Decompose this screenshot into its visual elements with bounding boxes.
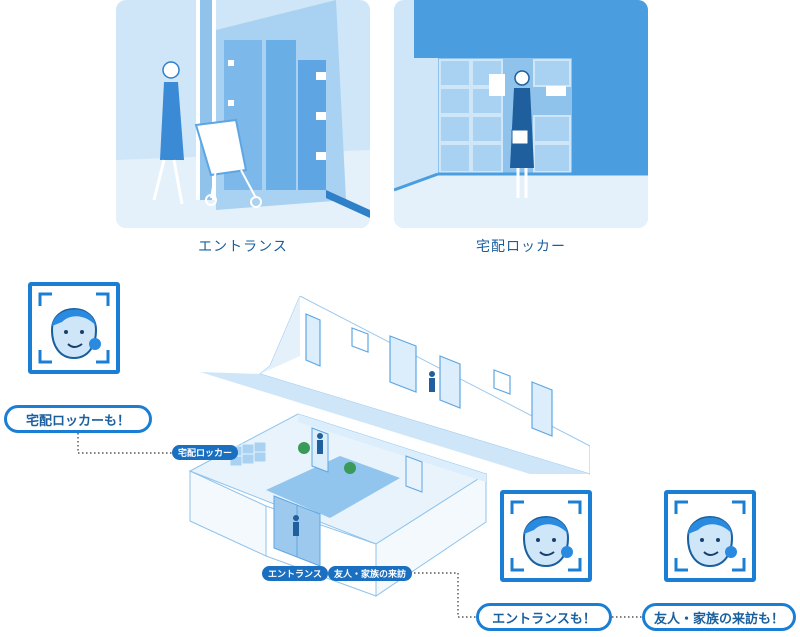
- entrance-illustration: [116, 0, 370, 228]
- face-recognition-card-entrance: [500, 490, 592, 582]
- face-recognition-icon: [674, 500, 746, 572]
- tag-friend-family-visit: 友人・家族の来訪: [328, 566, 413, 581]
- entrance-caption: エントランス: [198, 239, 288, 255]
- face-recognition-card-visit: [664, 490, 756, 582]
- face-recognition-icon: [38, 292, 110, 364]
- delivery-locker-caption: 宅配ロッカー: [476, 239, 566, 255]
- callout-visit: 友人・家族の来訪も！: [642, 603, 796, 631]
- delivery-locker-illustration: [394, 0, 648, 228]
- building-isometric-diagram: [188, 296, 590, 597]
- callout-locker: 宅配ロッカーも！: [4, 405, 152, 433]
- tag-entrance: エントランス: [262, 566, 328, 581]
- callout-entrance: エントランスも！: [476, 603, 612, 631]
- face-recognition-card-locker: [28, 282, 120, 374]
- face-recognition-icon: [510, 500, 582, 572]
- tag-delivery-locker: 宅配ロッカー: [172, 445, 239, 460]
